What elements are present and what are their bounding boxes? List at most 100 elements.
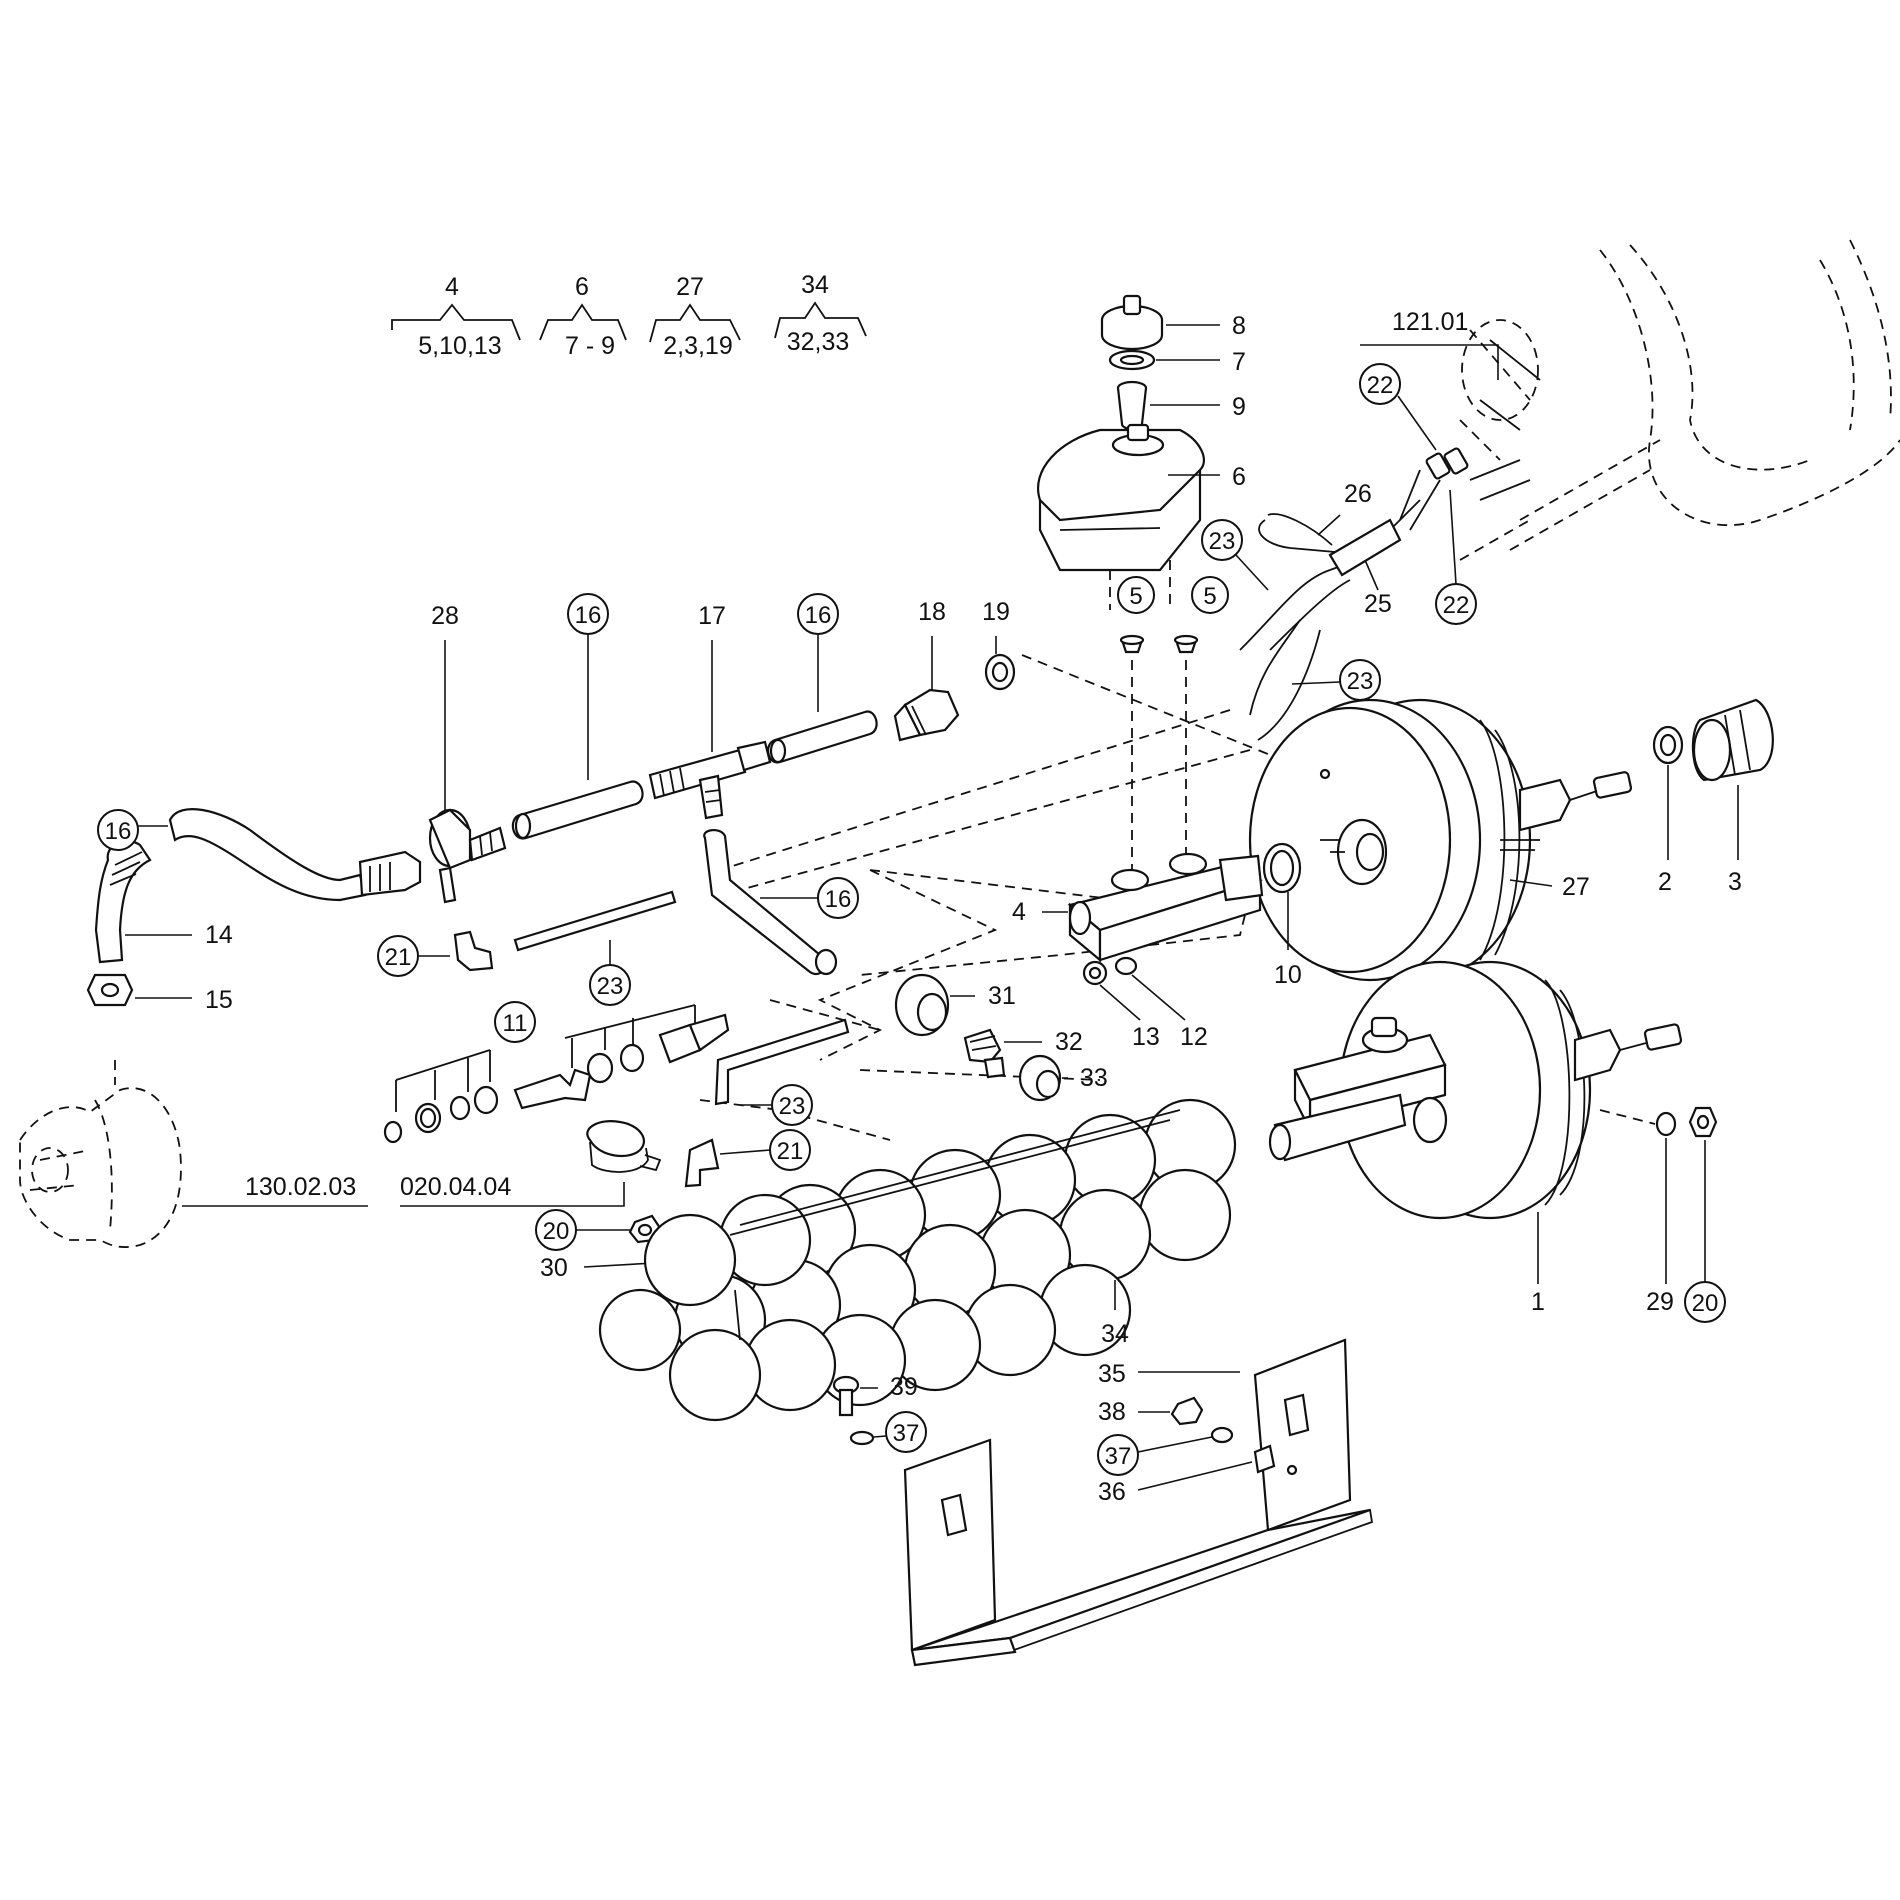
svg-text:37: 37 — [1105, 1443, 1132, 1470]
callout-27: 27 — [1562, 873, 1590, 901]
washer-37a — [849, 1430, 875, 1446]
svg-text:23: 23 — [597, 973, 624, 1000]
svg-text:20: 20 — [1692, 1290, 1719, 1317]
callout-13: 13 — [1132, 1023, 1160, 1051]
svg-text:16: 16 — [105, 818, 132, 845]
callout-circle-16a: 16 — [97, 809, 168, 851]
callout-circle-11: 11 — [494, 1001, 536, 1043]
callout-circle-16b: 16 — [567, 593, 609, 780]
svg-text:21: 21 — [777, 1138, 804, 1165]
callout-36: 36 — [1098, 1478, 1126, 1506]
hose-14-elbow — [94, 839, 152, 964]
svg-text:20: 20 — [543, 1218, 570, 1245]
fitting-18 — [893, 688, 960, 742]
callout-26: 26 — [1344, 480, 1372, 508]
group-4-parts: 5,10,13 — [418, 332, 501, 360]
callout-34: 34 — [1101, 1320, 1129, 1348]
seal-2 — [1652, 725, 1684, 765]
callout-38: 38 — [1098, 1398, 1126, 1426]
assembled-unit-1 — [1268, 960, 1683, 1220]
svg-text:16: 16 — [825, 886, 852, 913]
brake-booster-27 — [1248, 698, 1633, 982]
group-bracket-6: 6 7 - 9 — [539, 273, 627, 360]
group-34-parts: 32,33 — [787, 328, 850, 356]
elbow-21b — [684, 1138, 720, 1188]
callout-3: 3 — [1728, 868, 1742, 896]
washer-37b — [1210, 1426, 1234, 1444]
callout-circle-23c: 23 — [589, 940, 631, 1006]
grommet-5a — [1119, 634, 1145, 654]
strainer-9 — [1116, 380, 1148, 431]
grommet-33 — [1018, 1054, 1062, 1102]
callout-7: 7 — [1232, 348, 1246, 376]
svg-text:16: 16 — [575, 602, 602, 629]
callout-17: 17 — [698, 602, 726, 630]
callout-32: 32 — [1055, 1028, 1083, 1056]
ref-pump: 130.02.03 — [245, 1173, 356, 1201]
check-valve-kit-11 — [383, 1004, 730, 1144]
callout-circle-5b: 5 — [1191, 576, 1229, 614]
callout-30: 30 — [540, 1254, 568, 1282]
svg-text:5: 5 — [1203, 583, 1216, 610]
grommet-5b — [1173, 634, 1199, 654]
group-bracket-27: 27 2,3,19 — [649, 273, 741, 360]
callout-circle-21a: 21 — [377, 935, 450, 977]
tee-17 — [648, 740, 772, 820]
group-27-main: 27 — [676, 273, 704, 301]
callout-29: 29 — [1646, 1288, 1674, 1316]
cable-tie-26 — [1258, 513, 1336, 553]
callout-circle-23b: 23 — [1291, 659, 1381, 701]
svg-text:21: 21 — [385, 944, 412, 971]
steering-column-outline — [1459, 239, 1900, 561]
ref-steering: 121.01 — [1392, 308, 1468, 336]
connector-22 — [1425, 447, 1469, 480]
reservoir-6 — [1037, 423, 1206, 610]
hose-16-bend — [703, 829, 838, 976]
callout-31: 31 — [988, 982, 1016, 1010]
group-27-parts: 2,3,19 — [663, 332, 733, 360]
hose-16-left — [168, 808, 367, 902]
group-bracket-34: 34 32,33 — [774, 271, 867, 356]
callout-circle-16d: 16 — [760, 877, 859, 919]
nut-38 — [1170, 1396, 1204, 1426]
callout-19: 19 — [982, 598, 1010, 626]
seal-ring-7 — [1108, 349, 1156, 371]
bolt-39 — [832, 1375, 860, 1417]
callout-circle-22b: 22 — [1435, 489, 1477, 625]
svg-text:11: 11 — [503, 1010, 528, 1037]
callout-circle-37a: 37 — [873, 1411, 927, 1453]
callout-circle-22a: 22 — [1359, 363, 1437, 451]
callout-35: 35 — [1098, 1360, 1126, 1388]
stud-36 — [1253, 1444, 1276, 1474]
callout-circle-37b: 37 — [1097, 1434, 1213, 1476]
callout-33: 33 — [1080, 1064, 1108, 1092]
check-valve-32 — [963, 1028, 1006, 1079]
callout-15: 15 — [205, 986, 233, 1014]
callout-circle-21b: 21 — [719, 1129, 811, 1171]
grommet-31 — [894, 973, 950, 1037]
svg-text:22: 22 — [1367, 372, 1394, 399]
callout-14: 14 — [205, 921, 233, 949]
group-34-main: 34 — [801, 271, 829, 299]
elbow-21a — [453, 930, 494, 972]
callout-12: 12 — [1180, 1023, 1208, 1051]
callout-8: 8 — [1232, 312, 1246, 340]
group-4-main: 4 — [445, 273, 459, 301]
svg-text:23: 23 — [1209, 528, 1236, 555]
wire-harness-25 — [1239, 469, 1441, 741]
callout-25: 25 — [1364, 590, 1392, 618]
boot-3 — [1691, 698, 1774, 782]
callout-10: 10 — [1274, 961, 1302, 989]
mounting-bracket-35 — [903, 1338, 1374, 1667]
callout-18: 18 — [918, 598, 946, 626]
group-bracket-4: 4 5,10,13 — [391, 273, 521, 360]
washer-29 — [1655, 1111, 1677, 1137]
check-valve-28 — [358, 808, 507, 904]
callout-39: 39 — [890, 1373, 918, 1401]
grommet-19 — [984, 653, 1016, 691]
callout-1: 1 — [1531, 1288, 1545, 1316]
hose-23-long — [513, 890, 677, 952]
callout-circle-5a: 5 — [1117, 576, 1155, 614]
callout-circle-20b: 20 — [1684, 1140, 1726, 1323]
